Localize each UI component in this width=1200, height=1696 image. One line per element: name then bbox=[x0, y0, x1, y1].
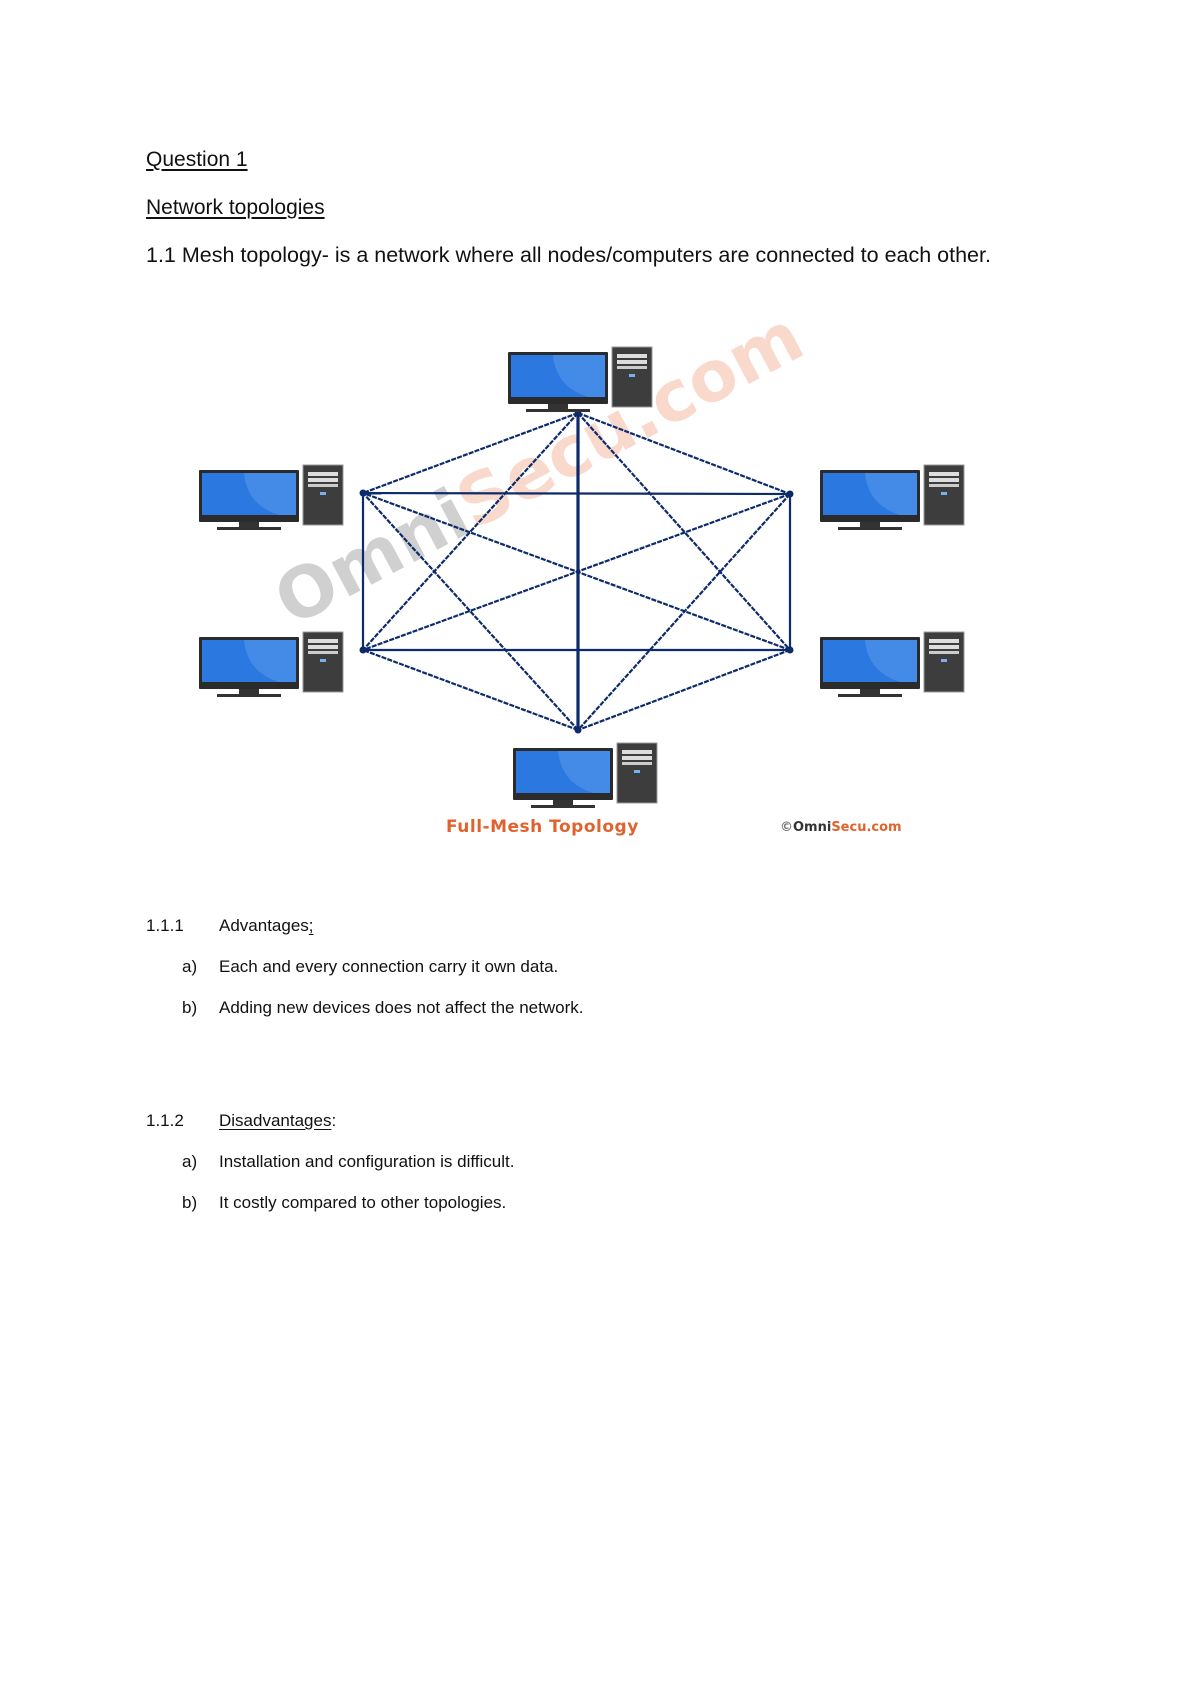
monitor-base bbox=[838, 527, 902, 530]
mesh-diagram-svg bbox=[199, 346, 965, 808]
monitor-base bbox=[526, 409, 590, 412]
monitor-base bbox=[531, 805, 595, 808]
mesh-link bbox=[362, 492, 579, 731]
hub-dot bbox=[359, 646, 367, 654]
computer-lower-left-icon bbox=[199, 631, 344, 697]
advantages-number: 1.1.1 bbox=[146, 916, 184, 935]
power-led bbox=[320, 492, 326, 495]
power-led bbox=[320, 659, 326, 662]
drive-bay bbox=[308, 484, 338, 487]
mesh-topology-definition: 1.1 Mesh topology- is a network where al… bbox=[146, 243, 991, 267]
computer-upper-right-icon bbox=[820, 464, 965, 530]
monitor-neck bbox=[860, 522, 880, 528]
advantages-heading: Advantages; bbox=[219, 916, 314, 935]
figure-caption: Full-Mesh Topology bbox=[446, 817, 639, 837]
disadvantage-item: It costly compared to other topologies. bbox=[219, 1193, 507, 1212]
drive-bay bbox=[622, 756, 652, 760]
monitor-neck bbox=[860, 689, 880, 695]
screen-glare bbox=[553, 355, 605, 397]
screen-glare bbox=[558, 751, 610, 793]
mesh-link bbox=[577, 412, 791, 651]
mesh-link bbox=[577, 411, 791, 496]
computer-top-icon bbox=[508, 346, 653, 412]
section-title: Network topologies bbox=[146, 196, 325, 219]
drive-bay bbox=[308, 639, 338, 643]
drive-bay bbox=[622, 762, 652, 765]
mesh-topology-figure: OmniSecu.com Full-Mesh Topology ©OmniSec… bbox=[199, 295, 965, 837]
monitor-base bbox=[217, 694, 281, 697]
hub-dot bbox=[786, 490, 794, 498]
screen-glare bbox=[865, 640, 917, 682]
disadvantages-heading: Disadvantages: bbox=[219, 1111, 337, 1130]
drive-bay bbox=[308, 651, 338, 654]
question-title: Question 1 bbox=[146, 148, 248, 171]
drive-bay bbox=[617, 360, 647, 364]
disadvantage-item: Installation and configuration is diffic… bbox=[219, 1152, 515, 1171]
screen-glare bbox=[244, 473, 296, 515]
monitor-neck bbox=[239, 522, 259, 528]
drive-bay bbox=[308, 478, 338, 482]
disadvantage-marker: a) bbox=[182, 1152, 198, 1171]
drive-bay bbox=[929, 478, 959, 482]
screen-glare bbox=[865, 473, 917, 515]
computer-lower-right-icon bbox=[820, 631, 965, 697]
power-led bbox=[941, 659, 947, 662]
disadvantage-marker: b) bbox=[182, 1193, 198, 1212]
mesh-link bbox=[362, 411, 579, 495]
mesh-link bbox=[362, 412, 579, 651]
monitor-base bbox=[217, 527, 281, 530]
mesh-link bbox=[362, 491, 791, 496]
monitor-neck bbox=[239, 689, 259, 695]
screen-glare bbox=[244, 640, 296, 682]
hub-dot bbox=[359, 489, 367, 497]
monitor-neck bbox=[553, 800, 573, 806]
advantage-marker: a) bbox=[182, 957, 198, 976]
disadvantages-number: 1.1.2 bbox=[146, 1111, 184, 1130]
drive-bay bbox=[929, 645, 959, 649]
monitor-neck bbox=[548, 404, 568, 410]
advantage-marker: b) bbox=[182, 998, 198, 1017]
drive-bay bbox=[929, 472, 959, 476]
monitor-base bbox=[838, 694, 902, 697]
computer-upper-left-icon bbox=[199, 464, 344, 530]
hub-dot bbox=[786, 646, 794, 654]
drive-bay bbox=[929, 651, 959, 654]
advantage-item: Adding new devices does not affect the n… bbox=[219, 998, 584, 1017]
computer-bottom-icon bbox=[513, 742, 658, 808]
figure-credit: ©OmniSecu.com bbox=[780, 820, 902, 835]
drive-bay bbox=[308, 645, 338, 649]
drive-bay bbox=[308, 472, 338, 476]
power-led bbox=[634, 770, 640, 773]
drive-bay bbox=[929, 484, 959, 487]
mesh-link bbox=[362, 491, 791, 652]
mesh-link bbox=[362, 648, 579, 732]
drive-bay bbox=[622, 750, 652, 754]
mesh-link bbox=[577, 648, 791, 732]
drive-bay bbox=[929, 639, 959, 643]
advantage-item: Each and every connection carry it own d… bbox=[219, 957, 559, 976]
mesh-links bbox=[361, 411, 792, 732]
power-led bbox=[941, 492, 947, 495]
drive-bay bbox=[617, 354, 647, 358]
drive-bay bbox=[617, 366, 647, 369]
power-led bbox=[629, 374, 635, 377]
hub-dot bbox=[574, 726, 582, 734]
